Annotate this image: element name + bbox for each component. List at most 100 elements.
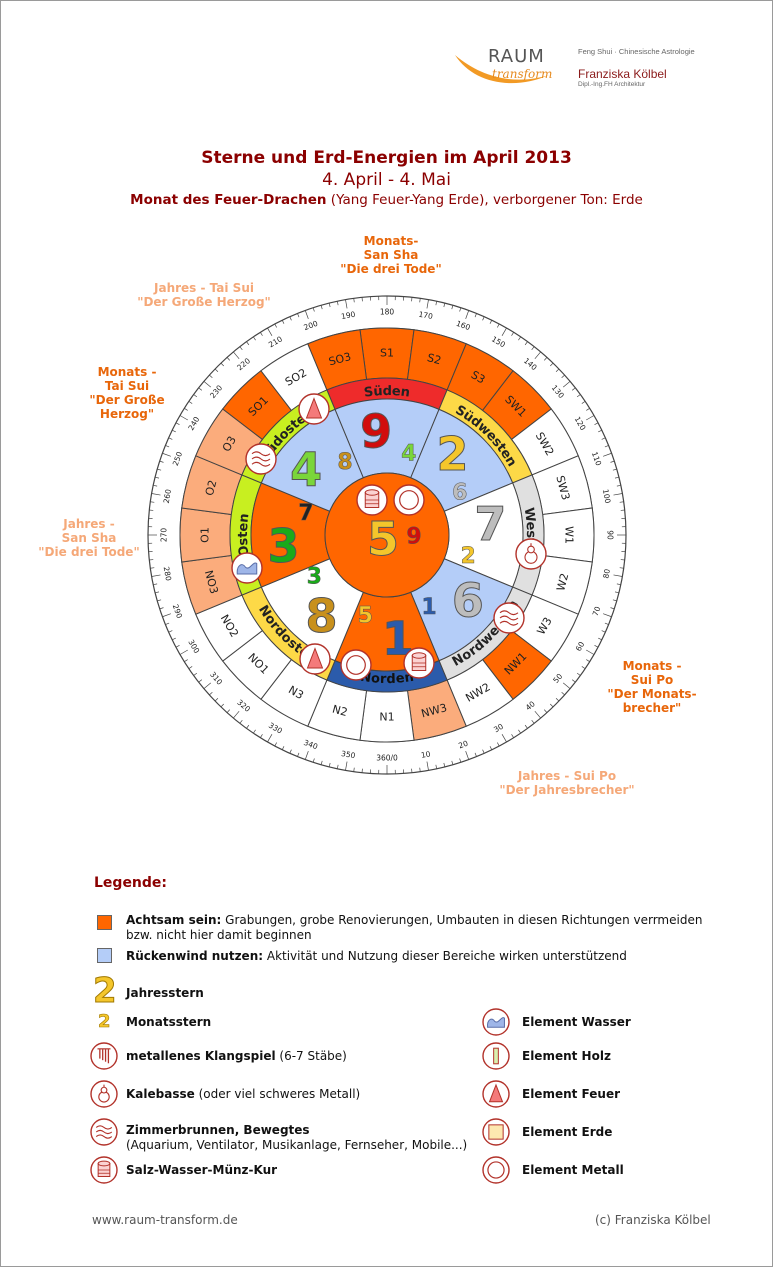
degree-tick bbox=[586, 659, 590, 662]
degree-tick bbox=[531, 719, 535, 724]
salz-compass-icon bbox=[403, 647, 435, 679]
logo-tagline: Feng Shui · Chinesische Astrologie bbox=[578, 47, 695, 56]
annot-line: Jahres - bbox=[63, 517, 115, 531]
degree-tick bbox=[151, 574, 161, 577]
legend-jahresstern: Jahresstern bbox=[126, 986, 204, 1000]
footer-website[interactable]: www.raum-transform.de bbox=[92, 1213, 238, 1227]
degree-tick bbox=[179, 415, 188, 421]
annot-line: brecher" bbox=[622, 701, 682, 715]
jar-top bbox=[364, 489, 380, 496]
degree-tick bbox=[175, 645, 180, 648]
degree-tick bbox=[586, 408, 590, 411]
gourd-top bbox=[100, 1086, 108, 1094]
degree-tick bbox=[474, 313, 477, 318]
annotation-jahres-sui-po: Jahres - Sui Po "Der Jahresbrecher" bbox=[487, 769, 647, 797]
wasser-label: Element Wasser bbox=[522, 1015, 631, 1029]
degree-label: 80 bbox=[601, 568, 612, 579]
degree-label: 260 bbox=[162, 488, 173, 504]
kalebasse-label: Kalebasse bbox=[126, 1087, 195, 1101]
degree-tick bbox=[289, 316, 292, 321]
degree-tick bbox=[594, 422, 599, 425]
degree-tick bbox=[220, 703, 225, 708]
degree-tick bbox=[612, 468, 617, 471]
degree-tick bbox=[443, 762, 446, 767]
degree-tick bbox=[518, 336, 521, 341]
annot-line: "Der Monats- bbox=[607, 687, 697, 701]
mountain-label: N2 bbox=[331, 703, 349, 720]
degree-tick bbox=[312, 758, 315, 763]
degree-tick bbox=[465, 751, 470, 760]
degree-tick bbox=[159, 607, 164, 610]
annot-line: Tai Sui bbox=[104, 379, 150, 393]
degree-tick bbox=[214, 368, 219, 373]
degree-tick bbox=[474, 752, 477, 757]
kalebasse-text: (oder viel schweres Metall) bbox=[194, 1087, 361, 1101]
degree-tick bbox=[451, 760, 454, 765]
salz-wasser-icon bbox=[90, 1156, 118, 1184]
month-star: 9 bbox=[406, 525, 421, 550]
salz-compass-icon bbox=[356, 484, 388, 516]
degree-tick bbox=[320, 305, 323, 310]
degree-tick bbox=[220, 362, 225, 367]
degree-tick bbox=[353, 298, 355, 303]
degree-tick bbox=[594, 645, 599, 648]
wasser-glyph bbox=[482, 1008, 510, 1036]
logo-raum: RAUM bbox=[488, 46, 545, 67]
degree-tick bbox=[501, 734, 507, 743]
degree-tick bbox=[576, 672, 581, 676]
metall-compass-icon bbox=[393, 484, 425, 516]
erde-label: Element Erde bbox=[522, 1125, 613, 1139]
month-detail: (Yang Feuer-Yang Erde), verborgener Ton:… bbox=[326, 192, 643, 208]
mountain-label: O2 bbox=[203, 479, 220, 498]
jar-top bbox=[97, 1160, 111, 1167]
degree-tick bbox=[209, 374, 213, 379]
year-star: 4 bbox=[290, 443, 322, 497]
degree-tick bbox=[426, 299, 429, 309]
degree-tick bbox=[511, 332, 514, 336]
month-star: 5 bbox=[358, 604, 373, 629]
year-star: 3 bbox=[268, 519, 300, 573]
mountain-label: NO3 bbox=[202, 569, 221, 595]
year-star: 8 bbox=[306, 589, 338, 643]
fire-triangle bbox=[306, 647, 324, 669]
degree-tick bbox=[581, 401, 586, 404]
degree-tick bbox=[184, 659, 188, 662]
degree-tick bbox=[459, 758, 462, 763]
mountain-label: W2 bbox=[554, 572, 571, 593]
degree-tick bbox=[562, 682, 571, 689]
annotation-jahres-san-sha: Jahres - San Sha "Die drei Tode" bbox=[29, 517, 149, 559]
degree-tick bbox=[289, 749, 292, 754]
annot-line: Monats - bbox=[622, 659, 682, 673]
degree-tick bbox=[253, 729, 256, 734]
degree-tick bbox=[155, 591, 160, 594]
annotation-jahres-tai-sui: Jahres - Tai Sui "Der Große Herzog" bbox=[129, 281, 279, 309]
degree-label: 100 bbox=[601, 488, 612, 504]
annot-line: San Sha bbox=[61, 531, 117, 545]
degree-tick bbox=[328, 762, 331, 767]
degree-tick bbox=[168, 437, 173, 440]
degree-tick bbox=[175, 422, 180, 425]
kale-compass-icon bbox=[515, 538, 547, 570]
degree-tick bbox=[482, 316, 485, 321]
mountain-label: SW3 bbox=[553, 474, 572, 501]
klangspiel-text: (6-7 Stäbe) bbox=[275, 1049, 347, 1063]
element-holz-icon bbox=[482, 1042, 510, 1070]
degree-tick bbox=[419, 298, 421, 303]
degree-tick bbox=[336, 301, 339, 306]
mountain-label: N1 bbox=[379, 711, 394, 724]
month-star: 6 bbox=[452, 481, 467, 506]
month-star: 7 bbox=[298, 501, 313, 526]
salz-label: Salz-Wasser-Münz-Kur bbox=[126, 1163, 278, 1177]
direction-label-path: Süden bbox=[363, 383, 411, 400]
zimmerbrunnen-icon bbox=[90, 1118, 118, 1146]
degree-tick bbox=[459, 307, 462, 312]
mountain-label: NW3 bbox=[420, 701, 449, 720]
feuer-compass-icon bbox=[299, 643, 331, 675]
feuer-compass-icon bbox=[298, 393, 330, 425]
annot-line: "Die drei Tode" bbox=[38, 545, 140, 559]
element-wasser-icon bbox=[482, 1008, 510, 1036]
degree-tick bbox=[165, 622, 170, 625]
salz-glyph bbox=[90, 1156, 118, 1184]
kalebasse-icon bbox=[90, 1080, 118, 1108]
degree-tick bbox=[555, 368, 560, 373]
